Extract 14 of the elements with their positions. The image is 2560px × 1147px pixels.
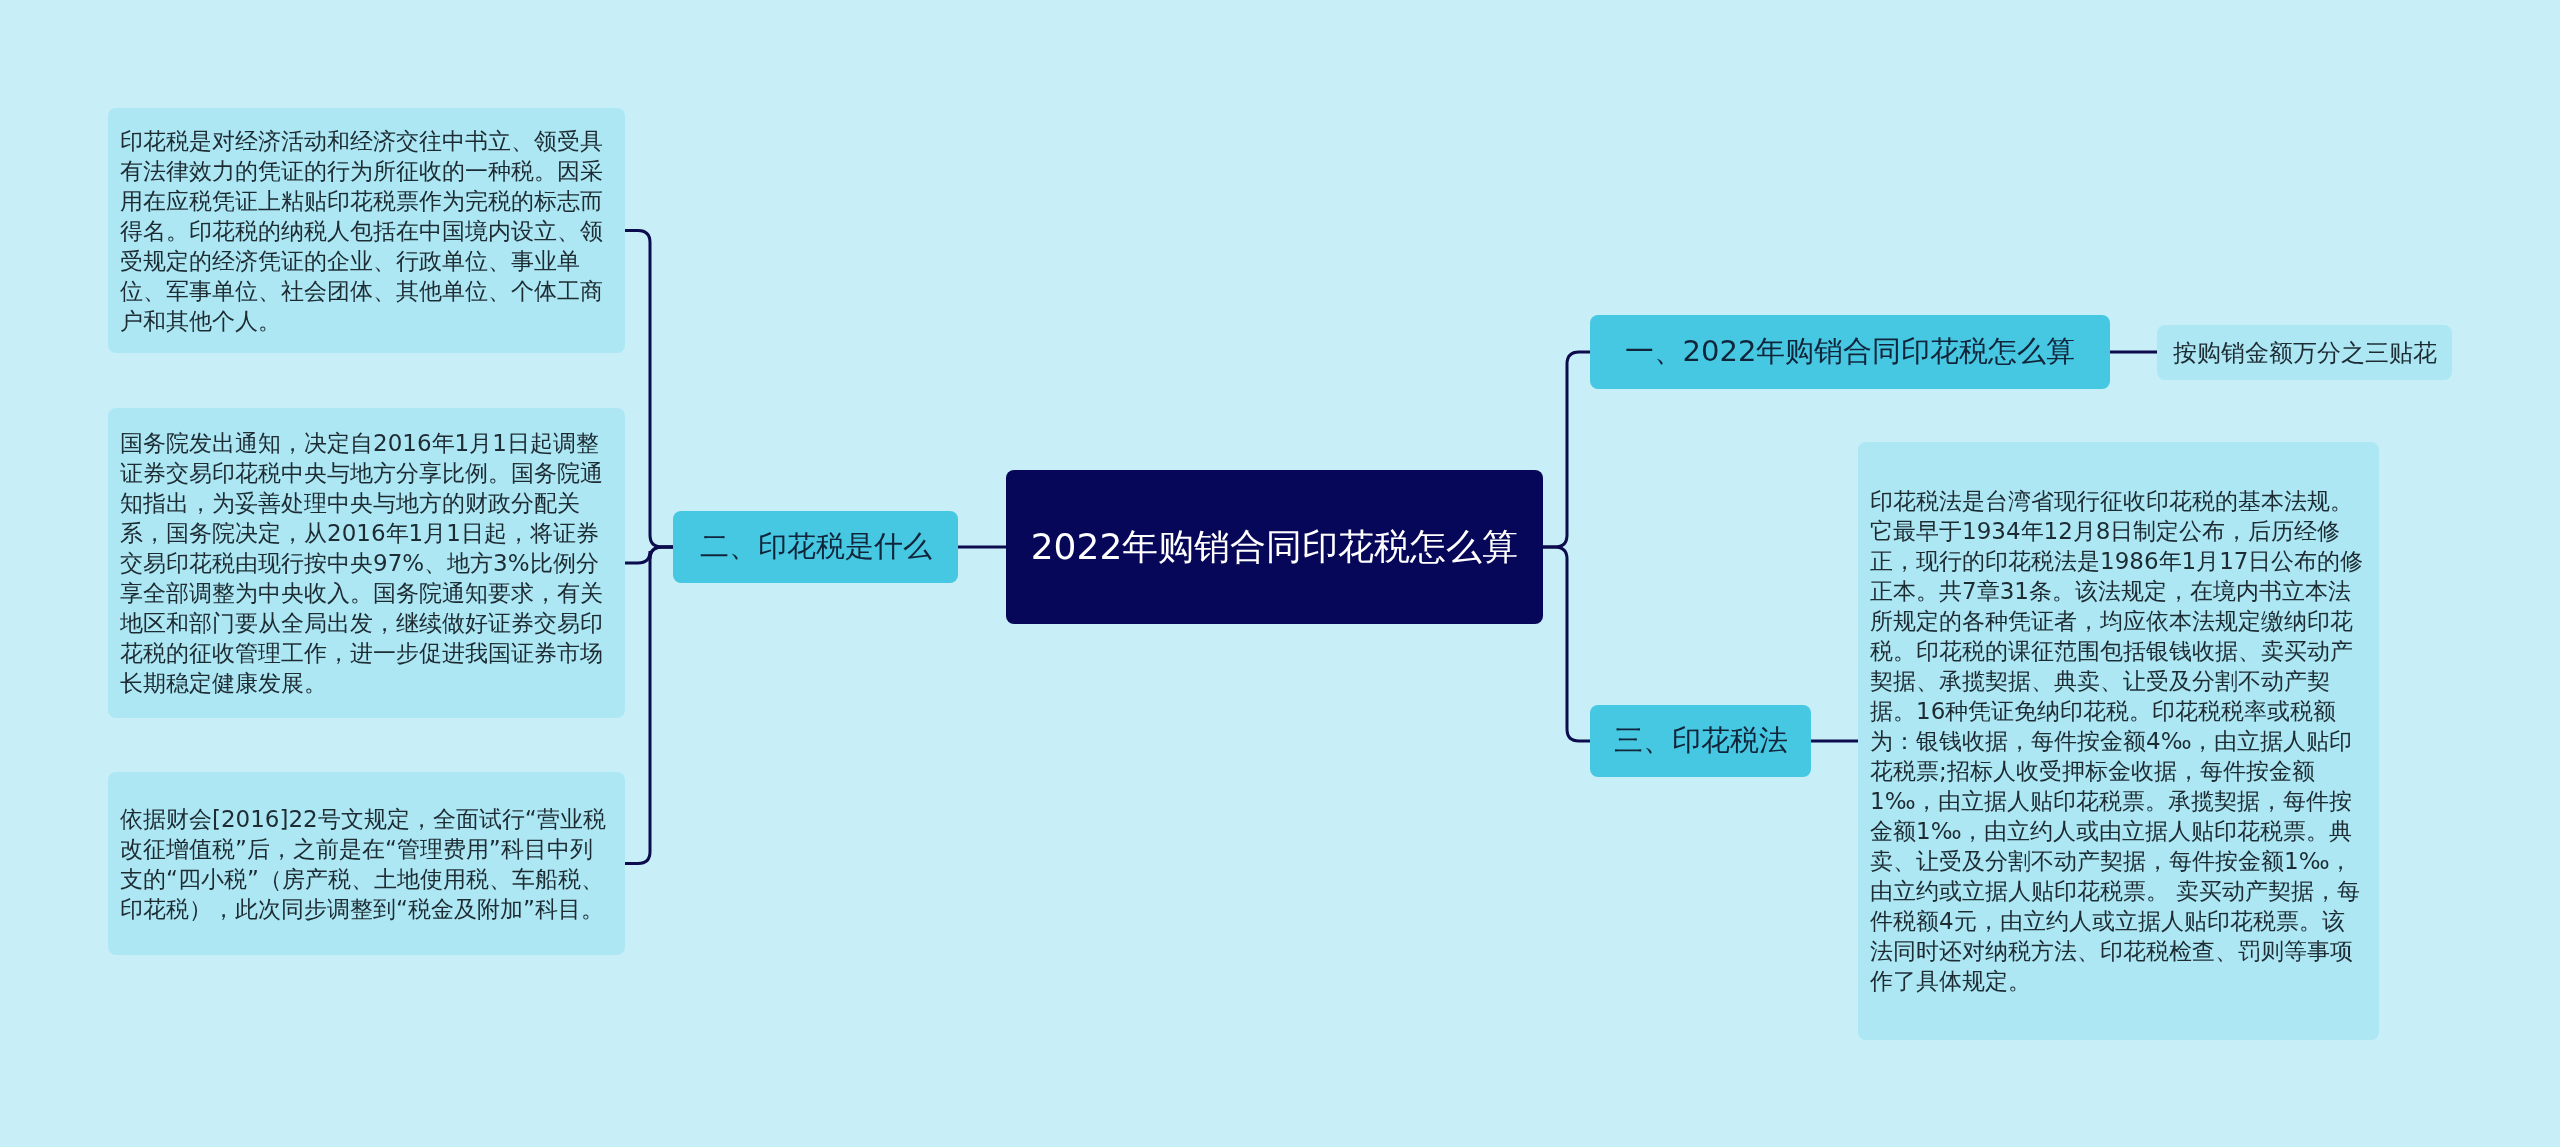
branch-box: 一、2022年购销合同印花税怎么算 xyxy=(1590,315,2110,389)
connector-line xyxy=(1543,545,1590,743)
connector-line xyxy=(958,545,1006,549)
branch-box: 三、印花税法 xyxy=(1590,705,1811,777)
connector-line xyxy=(2110,350,2157,354)
connector-line xyxy=(625,545,673,865)
note-box: 依据财会[2016]22号文规定，全面试行“营业税改征增值税”后，之前是在“管理费用”科目中列支的“四小税”（房产税、土地使用税、车船税、印花税），此次同步调整到“税金及附加”科目。 xyxy=(108,772,625,955)
note-box: 按购销金额万分之三贴花 xyxy=(2157,325,2452,380)
branch-box: 二、印花税是什么 xyxy=(673,511,958,583)
note-box: 印花税法是台湾省现行征收印花税的基本法规。它最早于1934年12月8日制定公布，后历经修正，现行的印花税法是1986年1月17日公布的修正本。共7章31条。该法规定，在境内书立本法所规定的各种凭证者，均应依本法规定缴纳印花税。印花税的课征范围包括银钱收据、卖买动产契据、承揽契据、典卖、让受及分割不动产契据。16种凭证免纳印花税。印花税税率或税额为：银钱收据，每件按金额4‰，由立据人贴印花税票;招标人收受押标金收据，每件按金额1‰，由立据人贴印花税票。承揽契据，每件按金额1‰，由立约人或由立据人贴印花税票。典卖、让受及分割不动产契据，每件按金额1‰，由立约或立据人贴印花税票。 卖买动产契据，每件税额4元，由立约人或立据人贴印花税票。该法同时还对纳税方法、印花税检查、罚则等事项作了具体规定。 xyxy=(1858,442,2379,1040)
note-box: 国务院发出通知，决定自2016年1月1日起调整证券交易印花税中央与地方分享比例。国务院通知指出，为妥善处理中央与地方的财政分配关系，国务院决定，从2016年1月1日起，将证券交易印花税由现行按中央97%、地方3%比例分享全部调整为中央收入。国务院通知要求，有关地区和部门要从全局出发，继续做好证券交易印花税的征收管理工作，进一步促进我国证券市场长期稳定健康发展。 xyxy=(108,408,625,718)
connector-line xyxy=(1811,739,1858,743)
note-box: 印花税是对经济活动和经济交往中书立、领受具有法律效力的凭证的行为所征收的一种税。因采用在应税凭证上粘贴印花税票作为完税的标志而得名。印花税的纳税人包括在中国境内设立、领受规定的经济凭证的企业、行政单位、事业单位、军事单位、社会团体、其他单位、个体工商户和其他个人。 xyxy=(108,108,625,353)
topic-box: 2022年购销合同印花税怎么算 xyxy=(1006,470,1543,624)
